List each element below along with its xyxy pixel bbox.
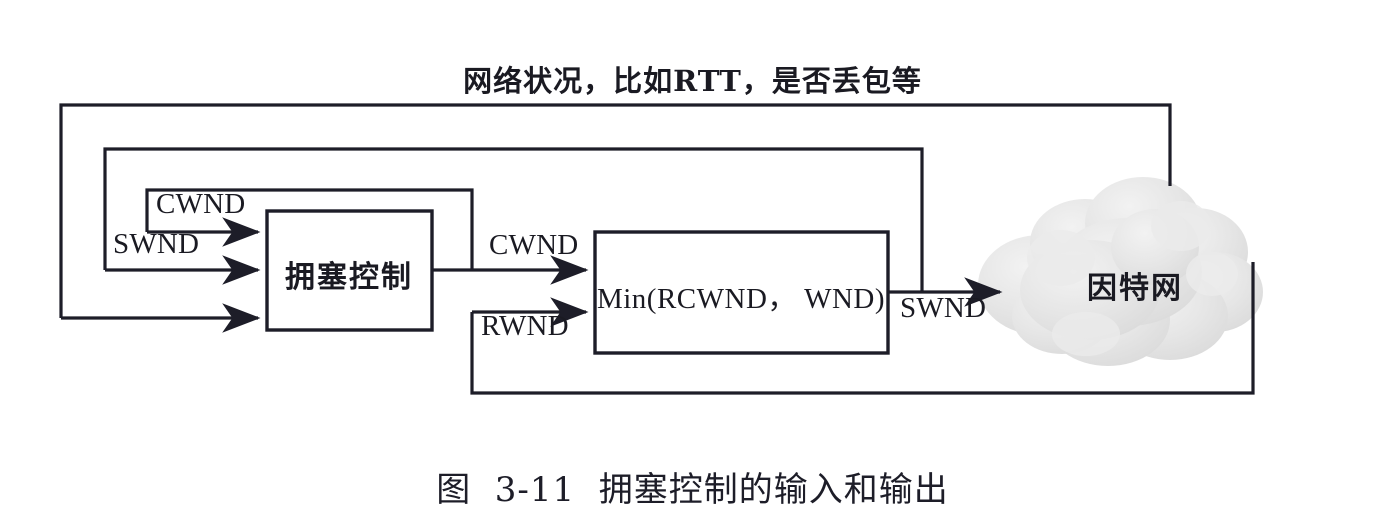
congestion-control-label: 拥塞控制 [285,260,413,295]
edge-label-swnd-feedback-in: SWND [113,228,200,260]
edge-label-cwnd-feedback-in: CWND [156,188,246,220]
internet-cloud-shape [978,177,1263,366]
figure-caption: 图 3-11 拥塞控制的输入和输出 [436,470,949,510]
outer-feedback-loop [59,103,1172,333]
swnd-feedback-loop [103,147,924,292]
top-feedback-label: 网络状况，比如RTT，是否丢包等 [463,64,922,98]
edge-label-swnd-to-internet: SWND [900,292,987,324]
min-function-label: Min(RCWND， WND) [596,283,886,315]
rwnd-feedback-loop [470,262,1255,395]
internet-cloud-label: 因特网 [1087,271,1183,306]
min-function-box [593,230,890,355]
edge-label-cwnd-to-min: CWND [489,229,579,261]
edge-label-rwnd-to-min: RWND [481,310,569,342]
congestion-control-box [265,209,434,332]
cwnd-feedback-loop [145,188,474,270]
